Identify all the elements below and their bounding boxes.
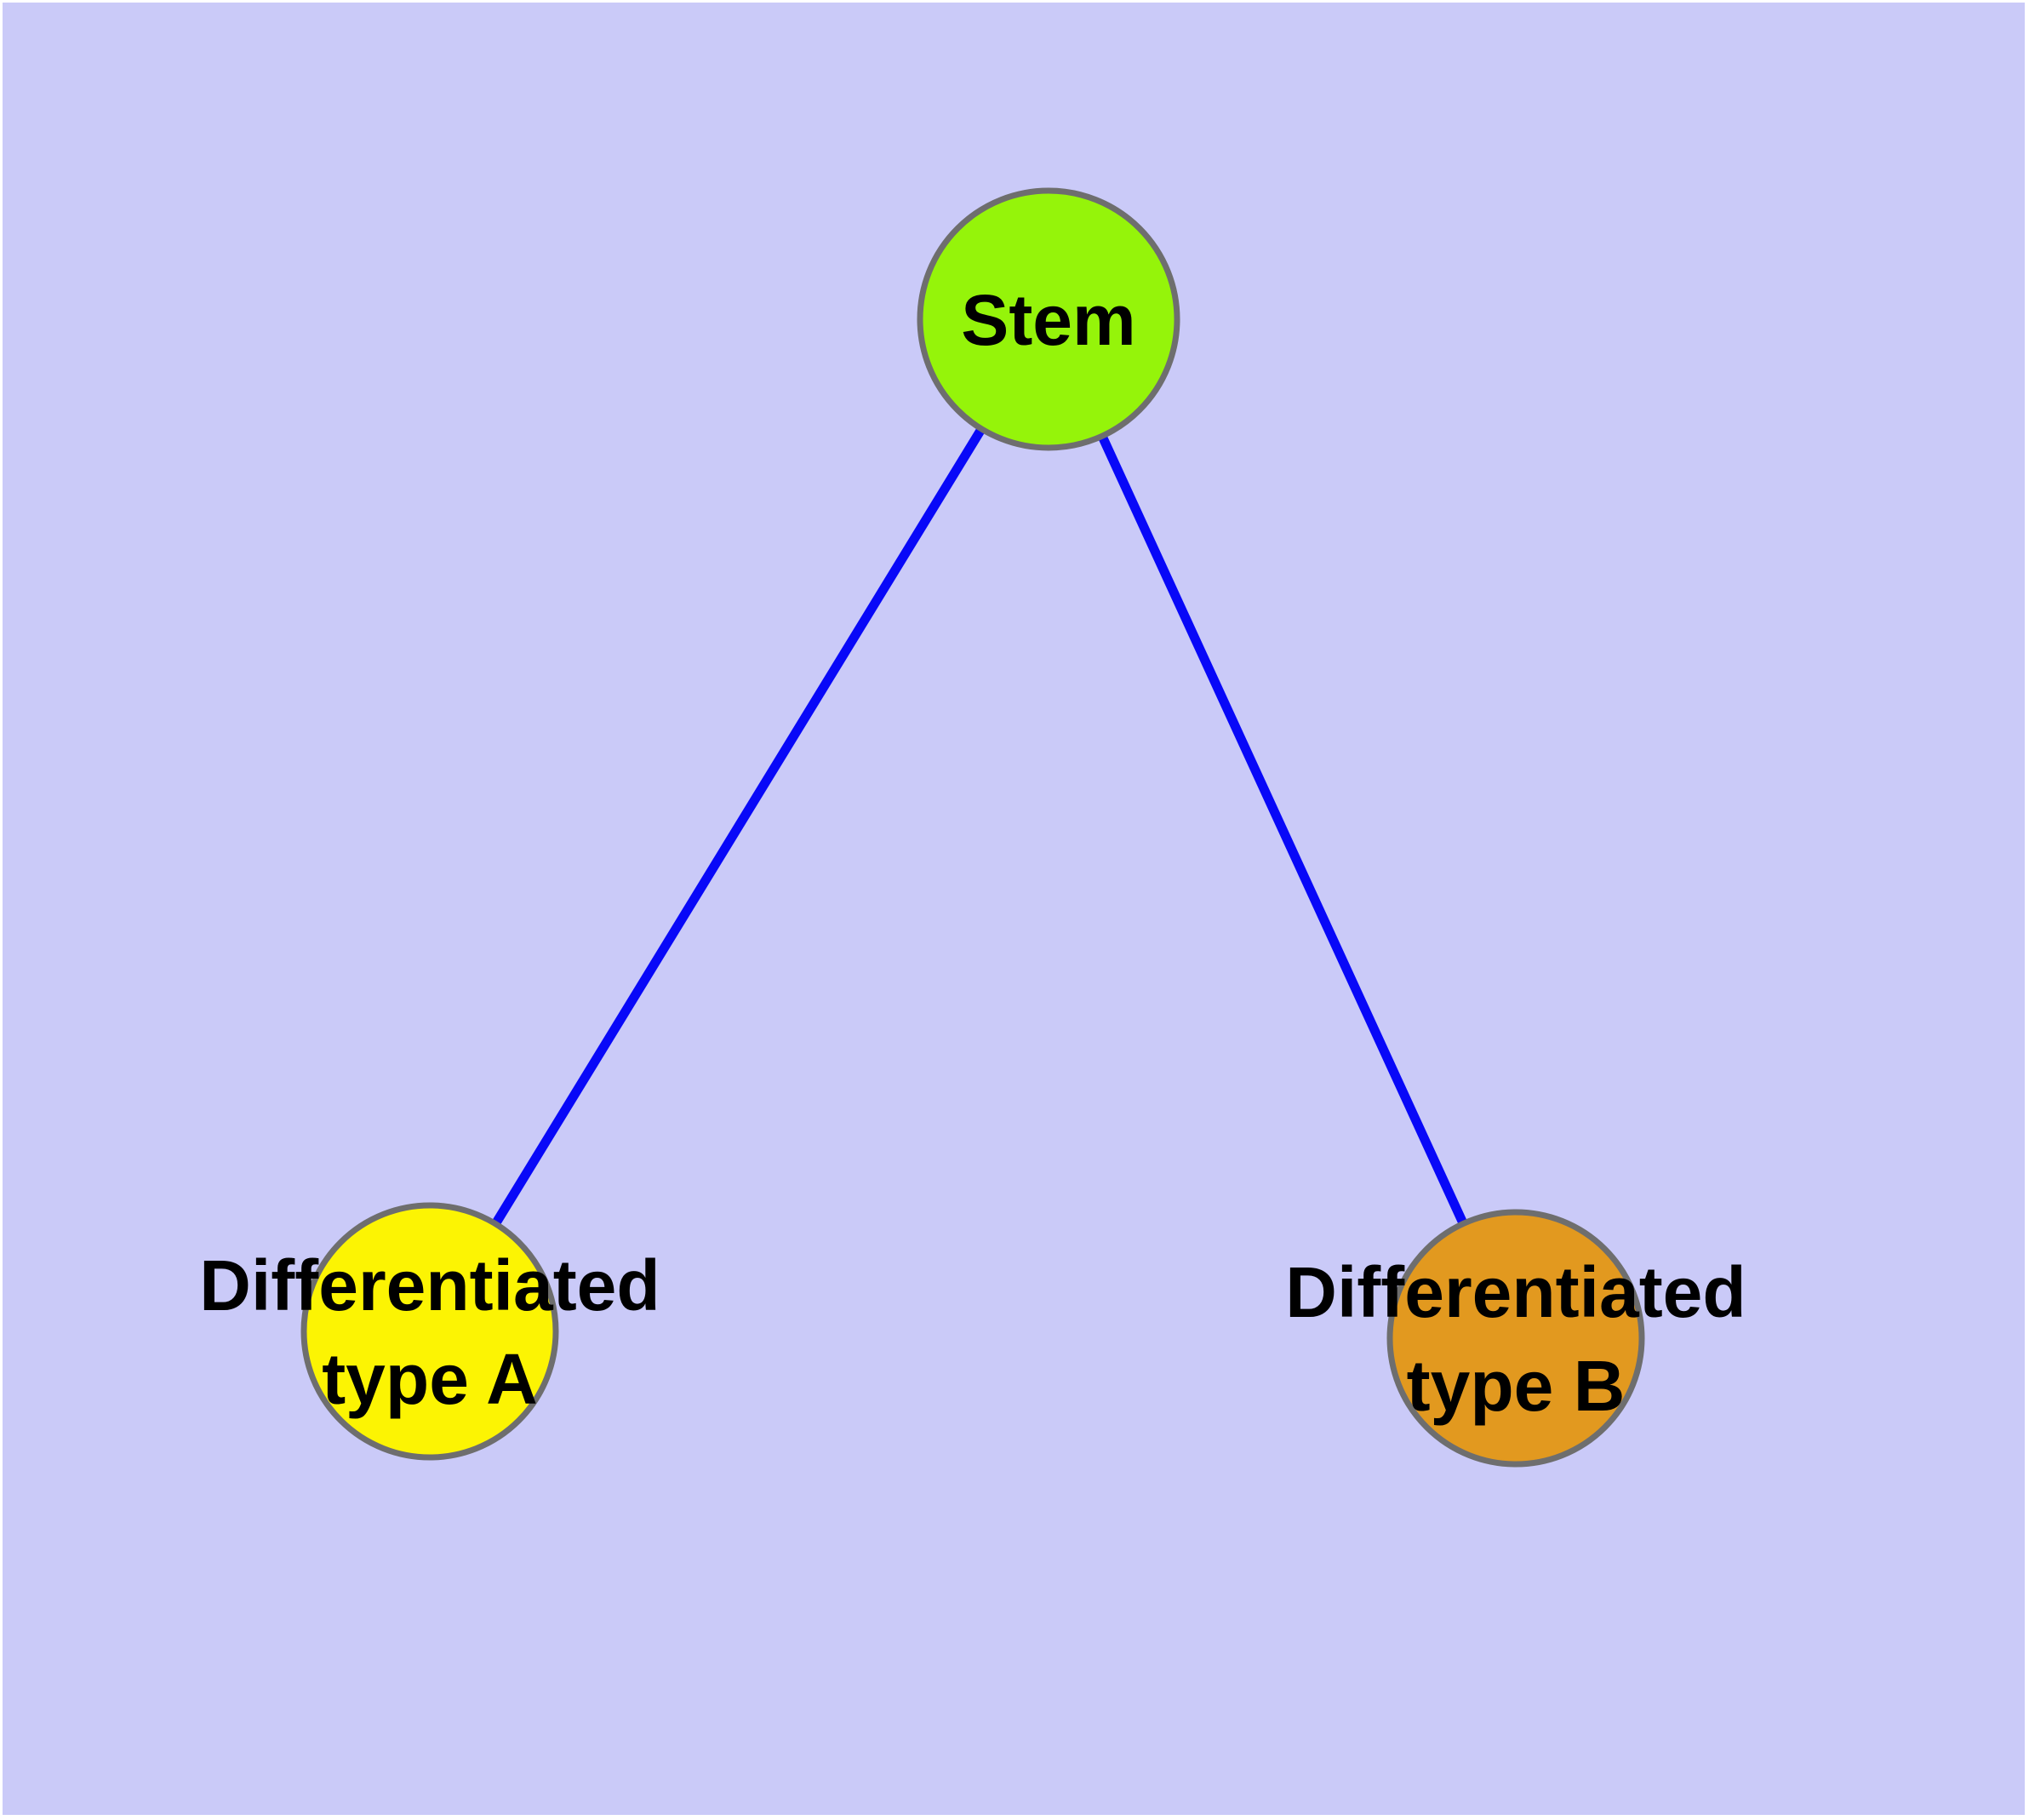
typeB-node	[1386, 1209, 1645, 1468]
edge-stem-typeA	[426, 317, 1053, 1334]
stem-node-label: Stem	[961, 280, 1135, 360]
edge-stem-typeB	[1044, 317, 1520, 1341]
typeA-node	[300, 1202, 559, 1461]
stem-node	[917, 187, 1180, 451]
